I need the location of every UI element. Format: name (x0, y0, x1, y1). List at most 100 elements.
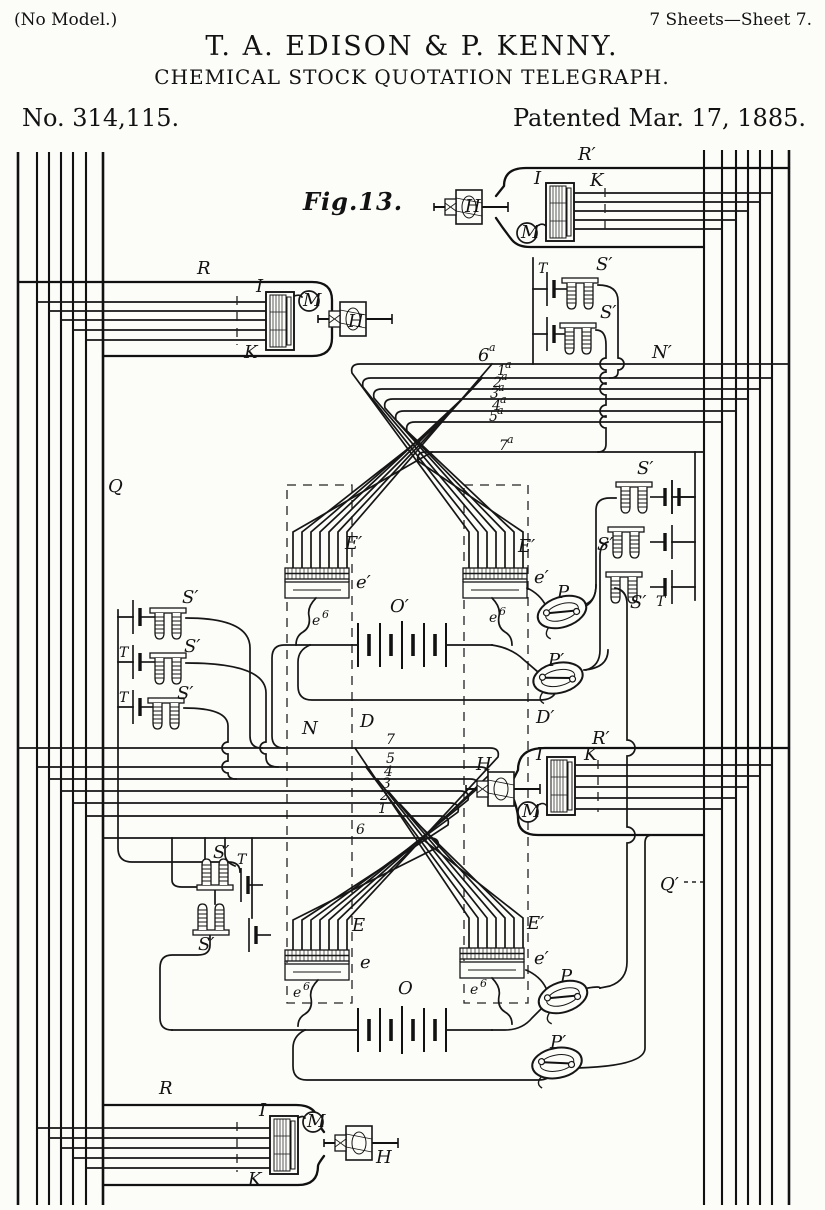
right-cable-bus (702, 150, 791, 1205)
upper-line-wires (292, 362, 790, 569)
label-K: K (589, 170, 605, 191)
patent-date: Patented Mar. 17, 1885. (513, 104, 806, 132)
label-R-prime-top: R′ (577, 144, 596, 165)
svg-text:7: 7 (386, 732, 395, 748)
label-e6-sup: 6 (499, 605, 506, 618)
relay-R-bottom: R I K M H (36, 1078, 399, 1190)
label-e6: e (489, 610, 497, 626)
sheet-number: 7 Sheets—Sheet 7. (649, 10, 812, 30)
svg-text:a: a (500, 393, 507, 406)
lower-line-wires (17, 746, 524, 951)
svg-text:6: 6 (478, 345, 489, 366)
label-H: H (347, 311, 364, 332)
label-R-bottom: R (158, 1078, 173, 1099)
svg-text:4: 4 (491, 398, 501, 414)
label-M: M (302, 290, 322, 311)
label-T: T (119, 690, 130, 706)
lower-unit: E E′ e e′ e 6 e 6 O P P′ (171, 834, 653, 1091)
inventor-names: T. A. EDISON & P. KENNY. (205, 31, 618, 62)
lower-line-labels: 7 5 4 3 2 1 6 (356, 732, 395, 838)
svg-text:a: a (498, 381, 505, 394)
label-I: I (255, 276, 264, 297)
label-Q-prime: Q′ (660, 874, 703, 895)
label-e-prime: e′ (534, 567, 549, 588)
label-N-prime: N′ (651, 342, 672, 363)
label-H: H (375, 1147, 392, 1168)
relay-R-prime-mid-right: R′ I K M H (465, 728, 791, 837)
label-R-prime-mid: R′ (591, 728, 610, 749)
label-e-prime: e′ (356, 572, 371, 593)
label-D-prime: D′ (535, 707, 555, 728)
label-R-top-left: R (196, 258, 211, 279)
label-e6: e (293, 985, 301, 1001)
key-stack-right: S′ S′ S′ T (584, 451, 696, 990)
label-e-prime: e′ (534, 948, 549, 969)
label-T: T (119, 645, 130, 661)
label-E-prime: E′ (344, 533, 362, 554)
label-S-prime: S′ (182, 587, 198, 608)
label-e: e (360, 952, 371, 973)
label-T: T (538, 261, 549, 277)
patent-number: No. 314,115. (22, 104, 179, 132)
key-stack-left: S′ T S′ T S′ (117, 587, 279, 873)
label-P: P (556, 582, 570, 603)
left-cable-bus (16, 152, 105, 1205)
label-T: T (656, 594, 667, 610)
label-I: I (258, 1100, 267, 1121)
label-S-prime: S′ (637, 458, 653, 479)
label-E: E (351, 915, 365, 936)
label-e6-sup: 6 (322, 608, 329, 621)
label-Q: Q (108, 476, 123, 497)
svg-text:1: 1 (378, 801, 387, 817)
no-model-note: (No Model.) (14, 10, 117, 30)
label-e6-sup: 6 (480, 977, 487, 990)
label-P-prime: P′ (549, 1032, 566, 1053)
label-S-prime: S′ (600, 302, 616, 323)
header: (No Model.) 7 Sheets—Sheet 7. T. A. EDIS… (14, 10, 812, 216)
svg-text:2: 2 (492, 375, 502, 391)
relay-R-prime-top-right: R′ I K M H (433, 144, 791, 249)
label-K: K (583, 744, 599, 765)
label-S-prime: S′ (184, 636, 200, 657)
label-e6: e (470, 982, 478, 998)
svg-text:a: a (489, 341, 496, 354)
svg-text:3: 3 (490, 386, 499, 402)
label-H: H (464, 196, 481, 217)
label-S-prime: S′ (596, 254, 612, 275)
label-N: N (301, 718, 319, 739)
label-I: I (535, 744, 544, 765)
label-E-prime: E′ (517, 536, 535, 557)
svg-text:4: 4 (383, 764, 393, 780)
label-P-prime: P′ (547, 650, 564, 671)
label-I: I (533, 168, 542, 189)
svg-text:1: 1 (497, 363, 506, 379)
label-e6-sup: 6 (303, 980, 310, 993)
label-S-prime: S′ (198, 934, 214, 955)
label-K: K (243, 342, 259, 363)
label-T: T (237, 852, 248, 868)
label-e6: e (312, 613, 320, 629)
label-O-prime: O′ (390, 596, 409, 617)
svg-text:a: a (505, 358, 512, 371)
label-S-prime: S′ (630, 592, 646, 613)
svg-text:5: 5 (489, 409, 498, 425)
svg-text:a: a (501, 370, 508, 383)
label-P: P (559, 966, 573, 987)
label-D: D (359, 711, 375, 732)
label-E-prime: E′ (526, 913, 544, 934)
patent-title: CHEMICAL STOCK QUOTATION TELEGRAPH. (154, 65, 669, 89)
svg-text:2: 2 (379, 788, 389, 804)
svg-text:a: a (507, 433, 514, 446)
label-H: H (475, 754, 492, 775)
label-S-prime: S′ (597, 534, 613, 555)
key-stack-bottom-left: S′ T S′ (159, 837, 273, 1031)
label-S-prime: S′ (213, 842, 229, 863)
svg-text:5: 5 (386, 751, 395, 767)
label-M: M (306, 1111, 326, 1132)
relay-R-top-left: R I K M H (16, 258, 393, 363)
figure-caption: Fig.13. (302, 187, 403, 216)
dashed-box-D (286, 484, 529, 1004)
label-O: O (398, 978, 413, 999)
